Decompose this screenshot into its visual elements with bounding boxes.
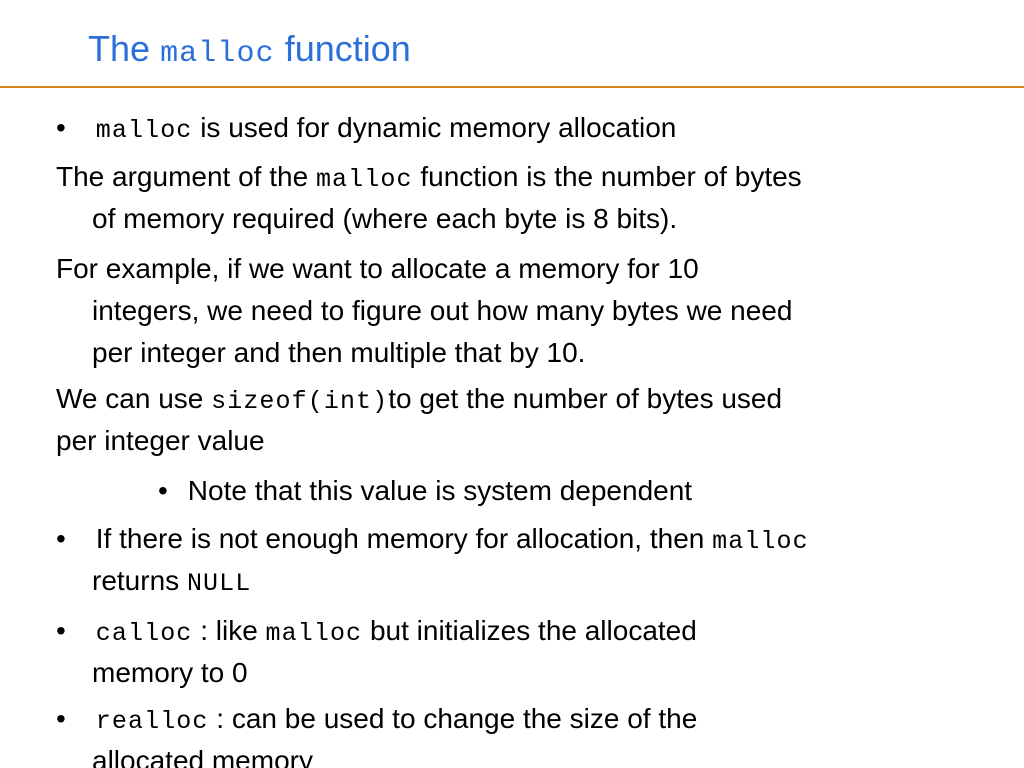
code-malloc: malloc — [265, 619, 363, 648]
title-text-pre: The — [88, 28, 151, 69]
code-sizeof-int: sizeof(int) — [211, 387, 389, 416]
sub-bullet-system-dependent: • Note that this value is system depende… — [158, 470, 692, 512]
bullet-text: returns — [92, 565, 180, 596]
bullet-item-realloc-line2: allocated memory — [92, 745, 313, 768]
code-malloc: malloc — [712, 527, 809, 556]
paragraph-example-line1: For example, if we want to allocate a me… — [56, 253, 699, 284]
para-text-post: to get the number of bytes used — [388, 383, 783, 414]
bullet-dot: • — [56, 703, 66, 734]
paragraph-example-line3: per integer and then multiple that by 10… — [92, 337, 586, 368]
bullet-dot: • — [56, 523, 66, 554]
bullet-text-mid: : like — [200, 615, 258, 646]
code-null: NULL — [186, 569, 252, 598]
paragraph-argument-line2: of memory required (where each byte is 8… — [92, 203, 678, 234]
bullet-dot: • — [56, 112, 66, 143]
bullet-text-post: : can be used to change the size of the — [216, 703, 698, 734]
bullet-item-malloc: • malloc is used for dynamic memory allo… — [56, 107, 676, 152]
bullet-item-calloc-line2: memory to 0 — [92, 657, 248, 688]
bullet-dot: • — [158, 475, 168, 506]
bullet-item-null: • If there is not enough memory for allo… — [56, 518, 809, 563]
title-divider — [0, 86, 1024, 88]
code-realloc: realloc — [95, 707, 209, 736]
bullet-item-calloc: • calloc : like malloc but initializes t… — [56, 610, 697, 655]
para-text-pre: We can use — [56, 383, 204, 414]
title-text-post: function — [284, 28, 411, 69]
title-code: malloc — [160, 37, 275, 71]
bullet-dot: • — [56, 615, 66, 646]
para-text-post: function is the number of bytes — [420, 161, 802, 192]
bullet-text-post: but initializes the allocated — [369, 615, 697, 646]
para-text-pre: The argument of the — [56, 161, 309, 192]
code-calloc: calloc — [95, 619, 193, 648]
paragraph-sizeof: We can use sizeof(int)to get the number … — [56, 378, 782, 423]
bullet-item-null-line2: returns NULL — [92, 560, 251, 605]
paragraph-example-line2: integers, we need to figure out how many… — [92, 295, 793, 326]
sub-bullet-text: Note that this value is system dependent — [187, 475, 693, 506]
code-malloc: malloc — [95, 116, 193, 145]
bullet-item-realloc: • realloc : can be used to change the si… — [56, 698, 697, 743]
paragraph-argument: The argument of the malloc function is t… — [56, 156, 802, 201]
bullet-text-pre: If there is not enough memory for alloca… — [95, 523, 705, 554]
bullet-text: is used for dynamic memory allocation — [200, 112, 677, 143]
paragraph-sizeof-line2: per integer value — [56, 425, 265, 456]
slide-title: The malloc function — [88, 27, 411, 76]
code-malloc: malloc — [315, 165, 413, 194]
